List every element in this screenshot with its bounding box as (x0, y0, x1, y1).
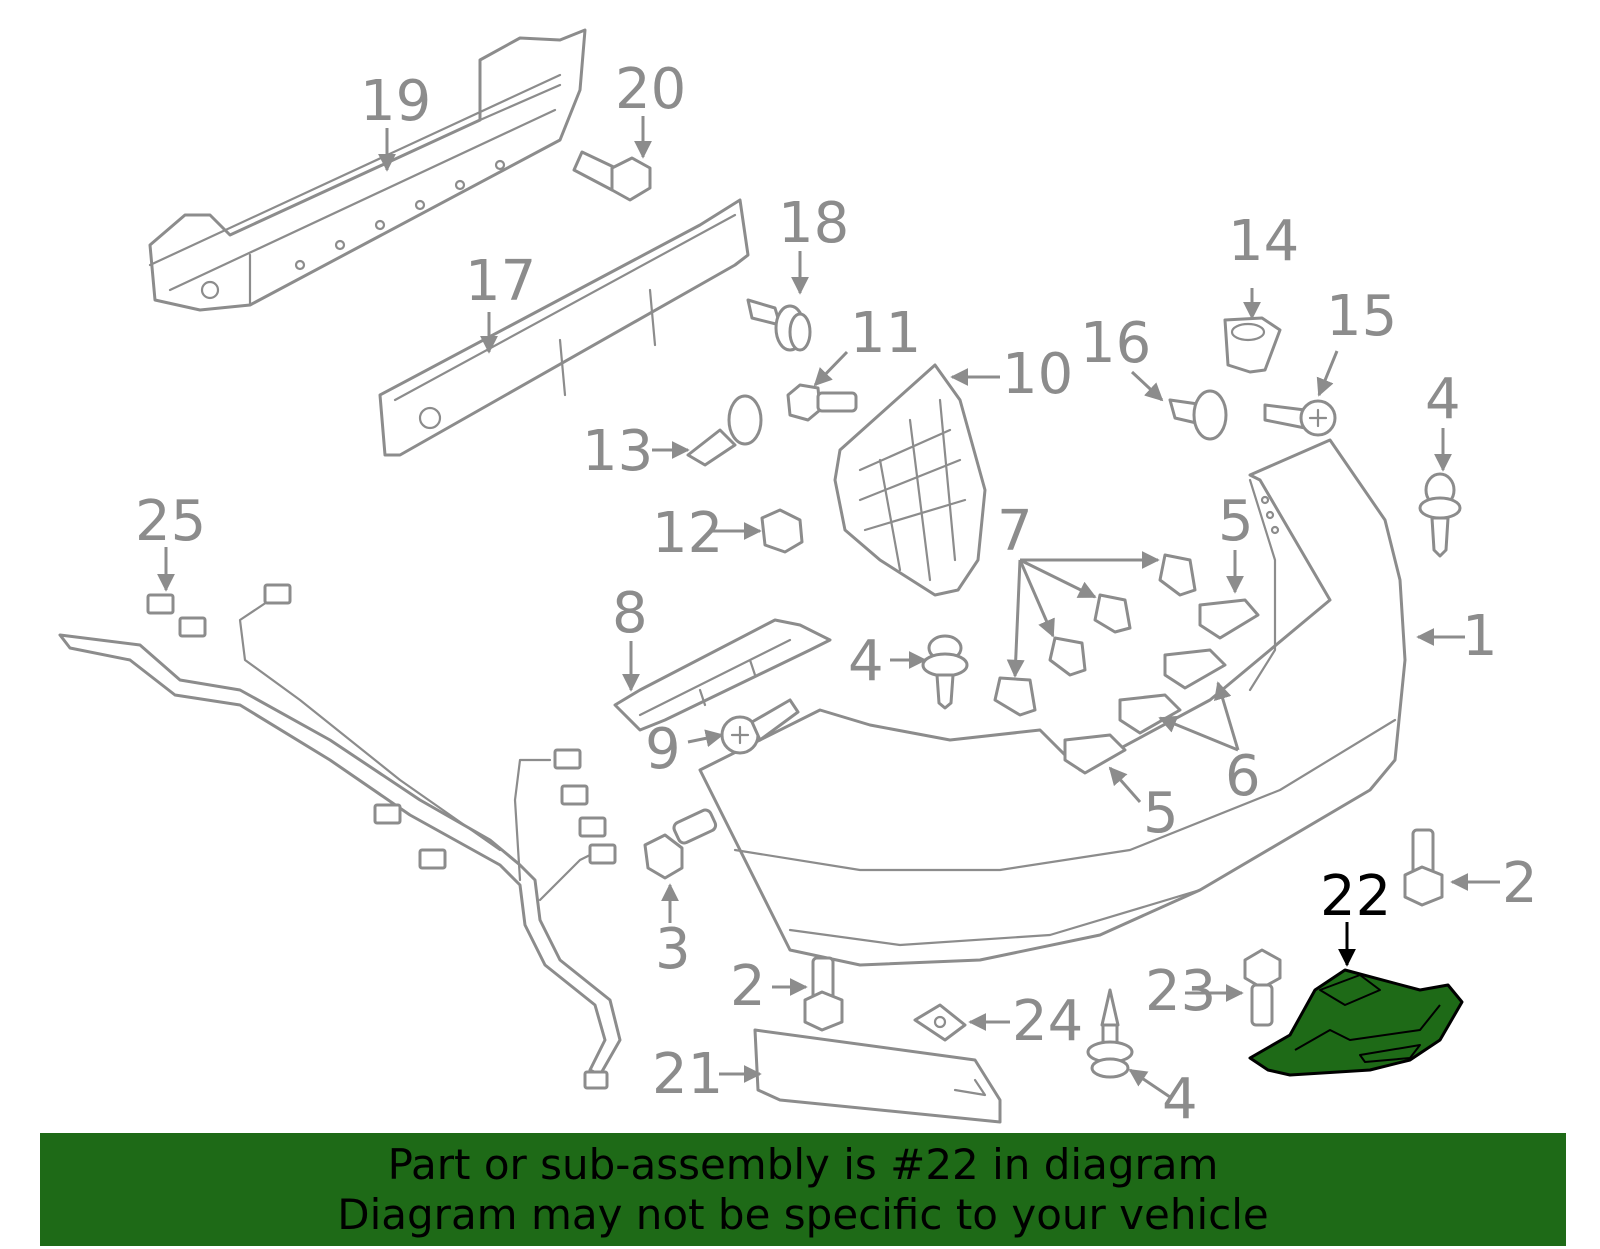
part-3-bolt (643, 808, 718, 880)
label-21: 21 (652, 1042, 723, 1107)
part-14-bracket (1223, 316, 1282, 374)
part-5-6-retainers (1063, 598, 1260, 775)
part-2-bolt-b (1403, 828, 1444, 907)
part-4-push-clip-c (1086, 988, 1134, 1079)
banner-line-2: Diagram may not be specific to your vehi… (337, 1189, 1269, 1239)
part-10-bracket (833, 363, 987, 597)
label-10: 10 (1002, 342, 1073, 407)
label-9: 9 (645, 717, 681, 782)
label-5-top: 5 (1218, 489, 1254, 554)
part-24-clip-nut (913, 1003, 967, 1042)
label-23: 23 (1145, 959, 1216, 1024)
part-8-bracket (613, 618, 832, 732)
label-19: 19 (360, 69, 431, 134)
label-18: 18 (778, 191, 849, 256)
callout-labels: 19 20 17 18 11 10 13 12 14 16 15 4 1 5 7… (135, 57, 1538, 1132)
label-4-middle: 4 (848, 629, 884, 694)
label-3: 3 (655, 917, 691, 982)
part-16-clip (1168, 389, 1228, 441)
info-banner: Part or sub-assembly is #22 in diagram D… (40, 1133, 1566, 1246)
part-21-reflector (753, 1028, 1002, 1124)
part-22-highlighted (1248, 968, 1464, 1077)
part-25-wiring-harness (58, 583, 622, 1090)
part-4-push-clip-a (1418, 472, 1462, 558)
part-12-nut (760, 508, 804, 554)
label-24: 24 (1012, 989, 1083, 1054)
label-2-right: 2 (1502, 851, 1538, 916)
part-9-screw (720, 698, 800, 755)
label-11: 11 (850, 301, 921, 366)
label-13: 13 (582, 419, 653, 484)
label-5-bottom: 5 (1143, 781, 1179, 846)
part-13-push-pin (686, 394, 763, 467)
label-25: 25 (135, 489, 206, 554)
part-1-bumper-cover (698, 438, 1407, 967)
label-16: 16 (1080, 311, 1151, 376)
part-18-push-clip (746, 298, 812, 352)
part-2-bolt-a (803, 956, 844, 1032)
part-4-push-clip-b (921, 634, 969, 710)
label-12: 12 (652, 501, 723, 566)
label-4-bottom: 4 (1162, 1067, 1198, 1132)
label-7: 7 (997, 499, 1033, 564)
label-22: 22 (1320, 864, 1391, 929)
label-15: 15 (1326, 284, 1397, 349)
part-20-bolt (572, 150, 652, 202)
part-17-energy-absorber (378, 198, 750, 457)
label-6: 6 (1225, 744, 1261, 809)
label-17: 17 (465, 249, 536, 314)
banner-line-1: Part or sub-assembly is #22 in diagram (387, 1139, 1219, 1189)
label-8: 8 (612, 581, 648, 646)
callout-arrows (157, 116, 1500, 1099)
label-2-left: 2 (730, 954, 766, 1019)
part-23-bolt (1243, 948, 1282, 1027)
label-4-top: 4 (1425, 367, 1461, 432)
part-7-clips (993, 553, 1197, 717)
part-19-reinforcement-beam (148, 28, 587, 312)
label-14: 14 (1228, 209, 1299, 274)
part-15-screw (1263, 399, 1337, 437)
label-20: 20 (615, 57, 686, 122)
part-11-bolt (786, 383, 858, 422)
label-1: 1 (1462, 604, 1498, 669)
